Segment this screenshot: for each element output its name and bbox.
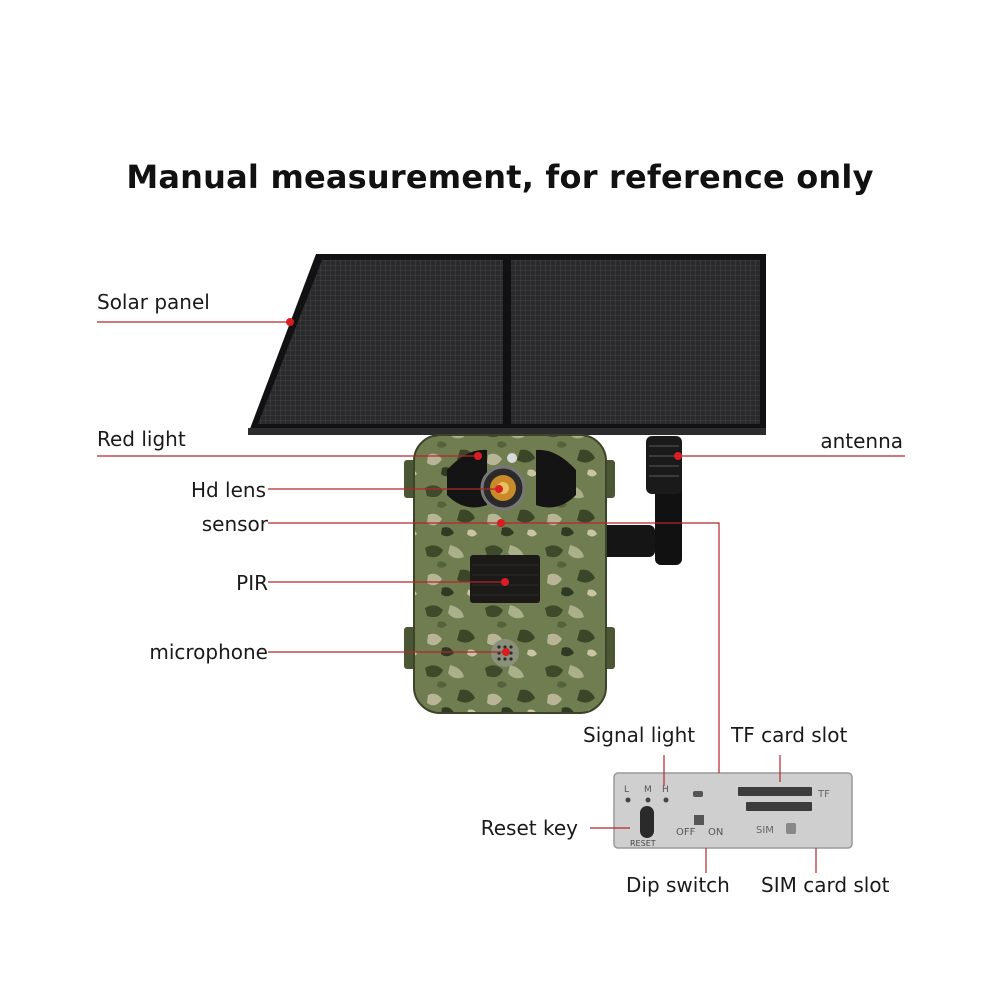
tf-text: TF [817,789,830,800]
sim-text: SIM [756,825,774,836]
marker-microphone [502,648,510,656]
marker-solar-panel [286,318,294,326]
marker-sensor [497,519,505,527]
label-hd-lens: Hd lens [190,478,266,502]
led-label-h: H [662,785,669,795]
label-antenna: antenna [820,429,903,453]
label-sensor: sensor [201,512,268,536]
label-signal-light: Signal light [583,723,696,747]
reset-text: RESET [630,839,656,848]
label-sim-card-slot: SIM card slot [761,873,890,897]
solar-panel [248,254,766,435]
leader-lines [97,321,905,873]
camera-body [404,434,615,714]
label-tf-card-slot: TF card slot [731,723,848,747]
label-solar-panel: Solar panel [97,290,210,314]
led-label-m: M [644,785,652,795]
marker-dots [286,318,682,656]
marker-hd-lens [495,485,503,493]
antenna [600,436,682,565]
marker-red-light [474,452,482,460]
port-panel: L M H RESET OFF ON TF SIM [613,772,853,849]
label-reset-key: Reset key [480,816,578,840]
marker-pir [501,578,509,586]
page-title: Manual measurement, for reference only [126,158,874,196]
label-dip-switch: Dip switch [626,873,730,897]
marker-antenna [674,452,682,460]
off-text: OFF [676,827,696,838]
on-text: ON [708,827,723,838]
label-pir: PIR [236,571,268,595]
led-label-l: L [624,785,629,795]
label-microphone: microphone [149,640,268,664]
label-red-light: Red light [97,427,186,451]
